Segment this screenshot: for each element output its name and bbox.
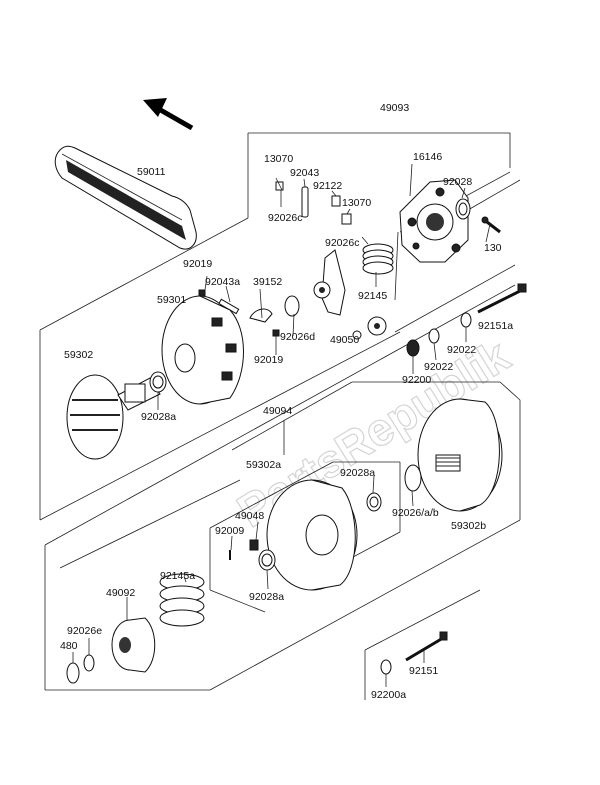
- label-92122: 92122: [313, 180, 342, 192]
- nut-92019-b: [272, 329, 280, 337]
- cam-39152: [249, 308, 273, 323]
- slider-49048: [249, 539, 259, 551]
- label-92043: 92043: [290, 167, 319, 179]
- spring-92145: [362, 243, 394, 275]
- group-outline-bolt: [364, 589, 481, 700]
- ring-92026e: [83, 654, 95, 672]
- label-92022-a: 92022: [447, 344, 476, 356]
- label-92026ab: 92026/a/b: [392, 507, 439, 519]
- bushing-92028a-b: [366, 492, 382, 512]
- spacer-92122: [331, 195, 341, 207]
- label-49093: 49093: [380, 102, 409, 114]
- label-59301: 59301: [157, 294, 186, 306]
- label-92022-b: 92022: [424, 361, 453, 373]
- label-92200: 92200: [402, 374, 431, 386]
- leader-lines: [72, 163, 491, 687]
- label-59302b: 59302b: [451, 520, 486, 532]
- label-92026c-b: 92026c: [325, 237, 359, 249]
- circlip-480: [66, 662, 80, 684]
- movable-sheave-59301: [161, 295, 244, 405]
- label-92145: 92145: [358, 290, 387, 302]
- label-16146: 16146: [413, 151, 442, 163]
- label-92200a: 92200a: [371, 689, 406, 701]
- label-92026e: 92026e: [67, 625, 102, 637]
- label-480: 480: [60, 640, 78, 652]
- label-92026d: 92026d: [280, 331, 315, 343]
- bolt-130: [481, 216, 501, 234]
- label-92151: 92151: [409, 665, 438, 677]
- nut-92019-a: [198, 289, 206, 297]
- label-59302: 59302: [64, 349, 93, 361]
- spring-92145a: [159, 573, 205, 627]
- label-59011: 59011: [137, 166, 166, 178]
- label-49094: 49094: [263, 405, 292, 417]
- washer-92200a: [380, 659, 392, 675]
- label-130: 130: [484, 242, 502, 254]
- weight-arm: [284, 249, 346, 317]
- group-outline-drive-pulley: [39, 132, 516, 521]
- label-92019-a: 92019: [183, 258, 212, 270]
- bushing-92028a-c: [258, 549, 276, 571]
- bushing-92028a-a: [149, 371, 167, 393]
- bolt-92151a: [477, 283, 527, 314]
- gear-92200: [406, 339, 420, 357]
- label-49092: 49092: [106, 587, 135, 599]
- fixed-sheave-59302: [66, 374, 161, 460]
- label-92043a: 92043a: [205, 276, 240, 288]
- pin-92043: [301, 186, 309, 218]
- bolt-92151: [405, 631, 448, 662]
- driven-sheave-59302b: [417, 398, 503, 512]
- group-outline-sheave: [209, 461, 401, 613]
- roller-13070-a: [275, 181, 284, 191]
- label-92026c-a: 92026c: [268, 212, 302, 224]
- part-labels: 49093 59011 13070 92043 92122 13070 1614…: [60, 102, 513, 701]
- label-49048: 49048: [235, 510, 264, 522]
- cam-49092: [111, 617, 156, 673]
- label-39152: 39152: [253, 276, 282, 288]
- label-92028: 92028: [443, 176, 472, 188]
- sheave-59302a: [266, 479, 358, 591]
- spider-16146: [399, 179, 521, 263]
- washer-92022-a: [460, 312, 472, 328]
- drive-belt: [54, 145, 197, 250]
- washer-49050: [352, 316, 387, 340]
- label-92019-b: 92019: [254, 354, 283, 366]
- label-13070-b: 13070: [342, 197, 371, 209]
- bushing-92028: [455, 198, 471, 220]
- group-outline-driven-pulley: [44, 284, 521, 691]
- label-92028a-c: 92028a: [249, 591, 284, 603]
- washer-92022-b: [428, 328, 440, 344]
- label-92009: 92009: [215, 525, 244, 537]
- label-49050: 49050: [330, 334, 359, 346]
- direction-arrow-icon: [143, 98, 194, 131]
- label-59302a: 59302a: [246, 459, 281, 471]
- bushing-92026ab: [404, 464, 422, 492]
- roller-13070-b: [341, 213, 352, 225]
- label-92028a-a: 92028a: [141, 411, 176, 423]
- label-92028a-b: 92028a: [340, 467, 375, 479]
- label-13070-a: 13070: [264, 153, 293, 165]
- label-92151a: 92151a: [478, 320, 513, 332]
- label-92145a: 92145a: [160, 570, 195, 582]
